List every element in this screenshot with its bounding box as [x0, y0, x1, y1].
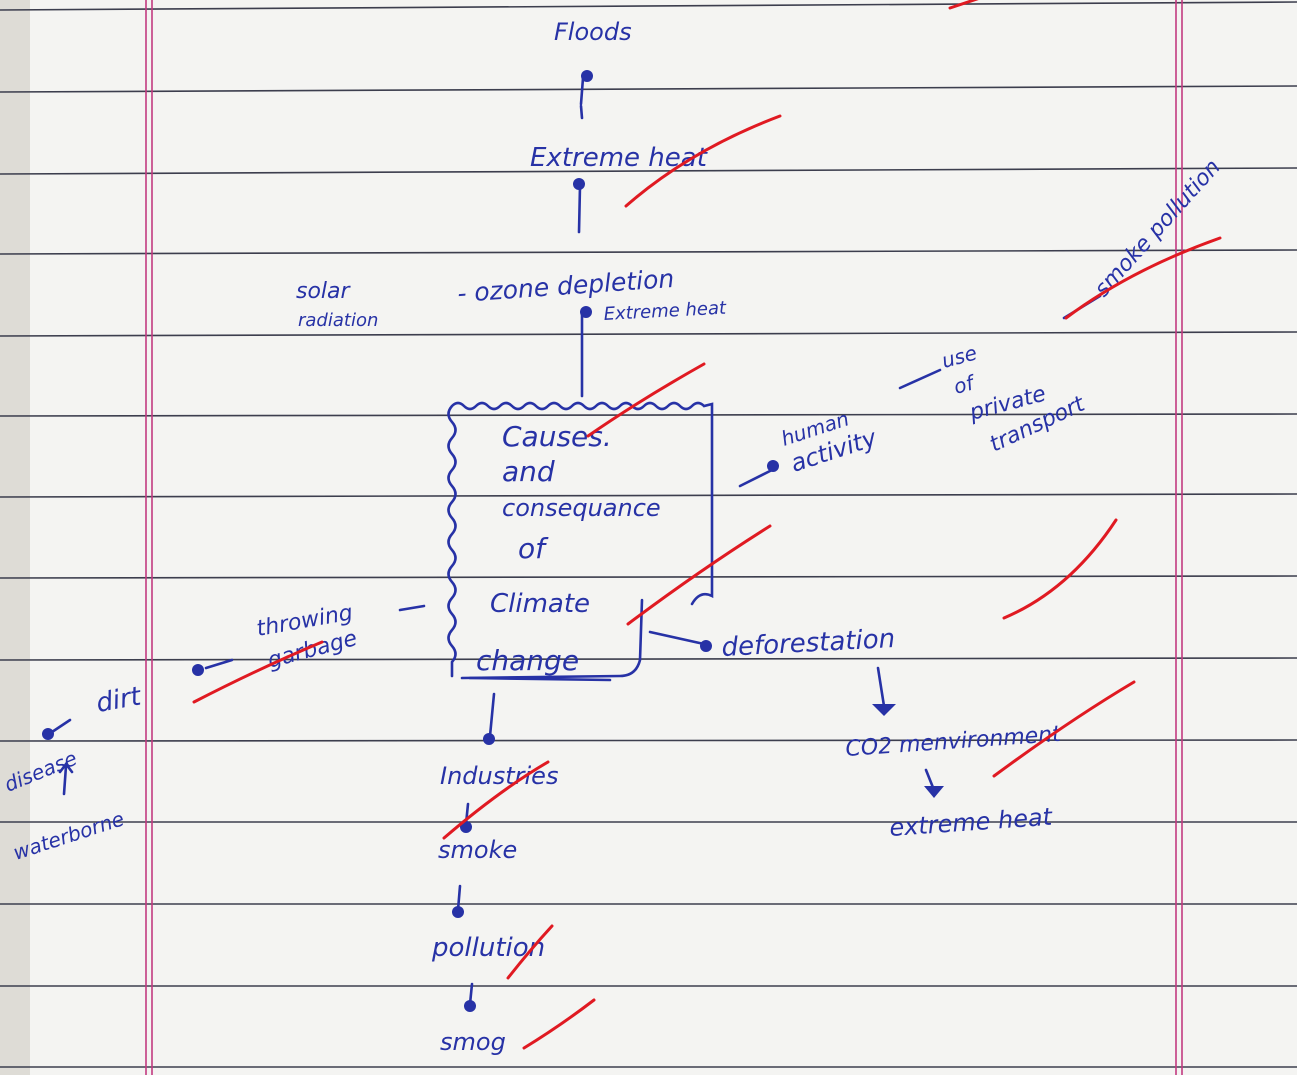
- margin-lines: [145, 0, 1183, 1075]
- check-mark: [624, 114, 782, 208]
- connector-deforestation: [648, 630, 706, 646]
- center-box-border: [447, 401, 714, 680]
- rule-line: [0, 1, 1297, 11]
- check-mark: [192, 640, 324, 704]
- center-box-underline: [468, 676, 612, 682]
- check-mark: [586, 362, 706, 438]
- connector-extreme-heat: [577, 184, 582, 234]
- rule-line: [0, 249, 1297, 255]
- teacher-check-marks: [192, 0, 1222, 1050]
- center-line: change: [476, 644, 579, 677]
- center-line: Causes.: [502, 420, 612, 453]
- center-line: and: [502, 455, 555, 488]
- connector-dirt: [50, 718, 72, 734]
- arrowhead-down: [924, 786, 944, 798]
- connector-use-private: [898, 368, 942, 390]
- bullet-dot: [452, 906, 464, 918]
- connector-pollution: [456, 884, 462, 912]
- center-topic: Causes. and consequance of Climate chang…: [476, 420, 661, 677]
- bullet-dot: [581, 70, 593, 82]
- rule-line: [0, 85, 1297, 93]
- connector-human-activity: [738, 468, 774, 488]
- check-mark: [626, 524, 772, 626]
- bullet-dot: [483, 733, 495, 745]
- arrow-heads: [872, 704, 944, 798]
- paper-shadow-left: [0, 0, 30, 1075]
- rule-line: [0, 413, 1297, 417]
- check-mark: [1064, 236, 1222, 320]
- arrow-waterborne-disease: [58, 761, 74, 796]
- bullet-dot: [573, 178, 585, 190]
- center-line: Climate: [490, 589, 590, 619]
- label-solar: solar: [296, 279, 352, 304]
- connector-garbage: [204, 604, 426, 670]
- label-smog: smog: [440, 1028, 506, 1056]
- bullet-dot: [580, 306, 592, 318]
- bullet-dot: [192, 664, 204, 676]
- connector-industries: [488, 692, 496, 738]
- connector-floods: [579, 76, 585, 120]
- label-extreme-heat-top: Extreme heat: [530, 143, 708, 173]
- label-floods: Floods: [554, 18, 632, 46]
- rule-line: [0, 575, 1297, 579]
- bullet-dot: [767, 460, 779, 472]
- rule-line: [0, 167, 1297, 175]
- connectors: [50, 76, 1102, 1006]
- arrow-deforestation-co2: [876, 666, 886, 708]
- rule-line: [0, 493, 1297, 498]
- bullet-dot: [700, 640, 712, 652]
- rule-line: [0, 331, 1297, 337]
- check-mark: [948, 0, 979, 10]
- check-mark: [506, 924, 554, 980]
- check-mark: [992, 680, 1136, 778]
- label-radiation: radiation: [298, 310, 378, 331]
- label-pollution: pollution: [431, 933, 545, 963]
- check-mark: [1002, 518, 1118, 620]
- check-mark: [442, 760, 550, 840]
- rule-line: [0, 657, 1297, 661]
- label-smoke: smoke: [438, 836, 517, 864]
- bullet-dot: [464, 1000, 476, 1012]
- center-line: of: [518, 532, 549, 565]
- rule-line: [0, 739, 1297, 742]
- center-line: consequance: [502, 494, 661, 522]
- check-mark: [522, 998, 596, 1050]
- bullet-dot: [42, 728, 54, 740]
- arrowhead-down: [872, 704, 896, 716]
